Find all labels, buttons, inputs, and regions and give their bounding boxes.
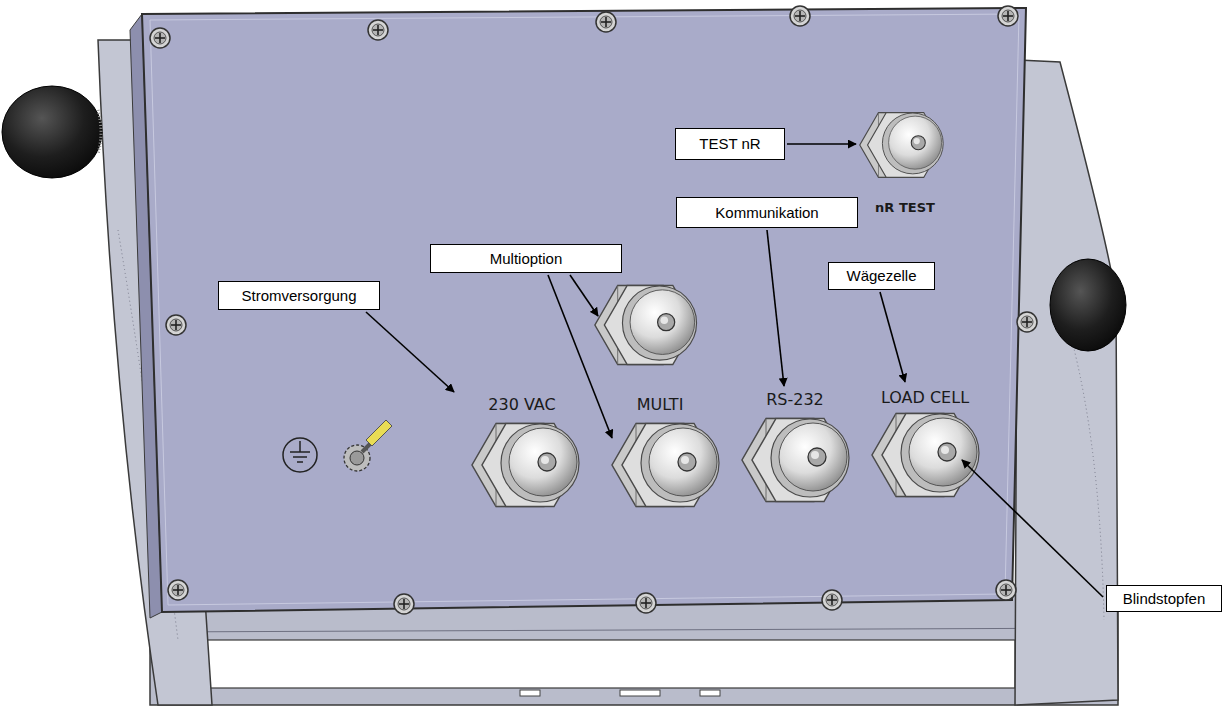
bracket-arm [1015,60,1118,705]
panel-rim [150,14,1019,605]
callout-box: Stromversorgung [218,281,380,310]
callout-text: Blindstopfen [1123,590,1206,607]
port-label: 230 VAC [488,397,555,413]
callout-box: Wägezelle [828,262,935,290]
callout-box: Blindstopfen [1106,585,1222,612]
leader-line [570,275,598,316]
leader-line [880,292,905,382]
port-label: MULTI [637,397,684,413]
knob-grip [98,110,101,154]
port-label: nR TEST [875,201,935,214]
port-label: LOAD CELL [881,390,969,406]
earth-lug [344,420,392,471]
callout-box: Kommunikation [676,197,858,228]
callout-text: Stromversorgung [241,287,356,304]
leader-line [962,460,1103,597]
callout-text: Multioption [490,250,563,267]
callout-box: Multioption [430,244,622,273]
knob [2,86,102,178]
leader-line [548,275,612,438]
earth-symbol [283,438,317,472]
front-panel [142,8,1026,612]
callout-text: Wägezelle [846,267,916,284]
knob [1050,259,1126,351]
leader-line [787,143,856,145]
port-label: RS-232 [766,392,824,408]
screws [150,6,1037,614]
callout-box: TEST nR [675,128,785,160]
cable-glands [472,113,979,507]
leader-line [767,230,784,386]
callout-text: Kommunikation [715,204,818,221]
callout-text: TEST nR [699,135,760,152]
leader-line [366,312,454,392]
